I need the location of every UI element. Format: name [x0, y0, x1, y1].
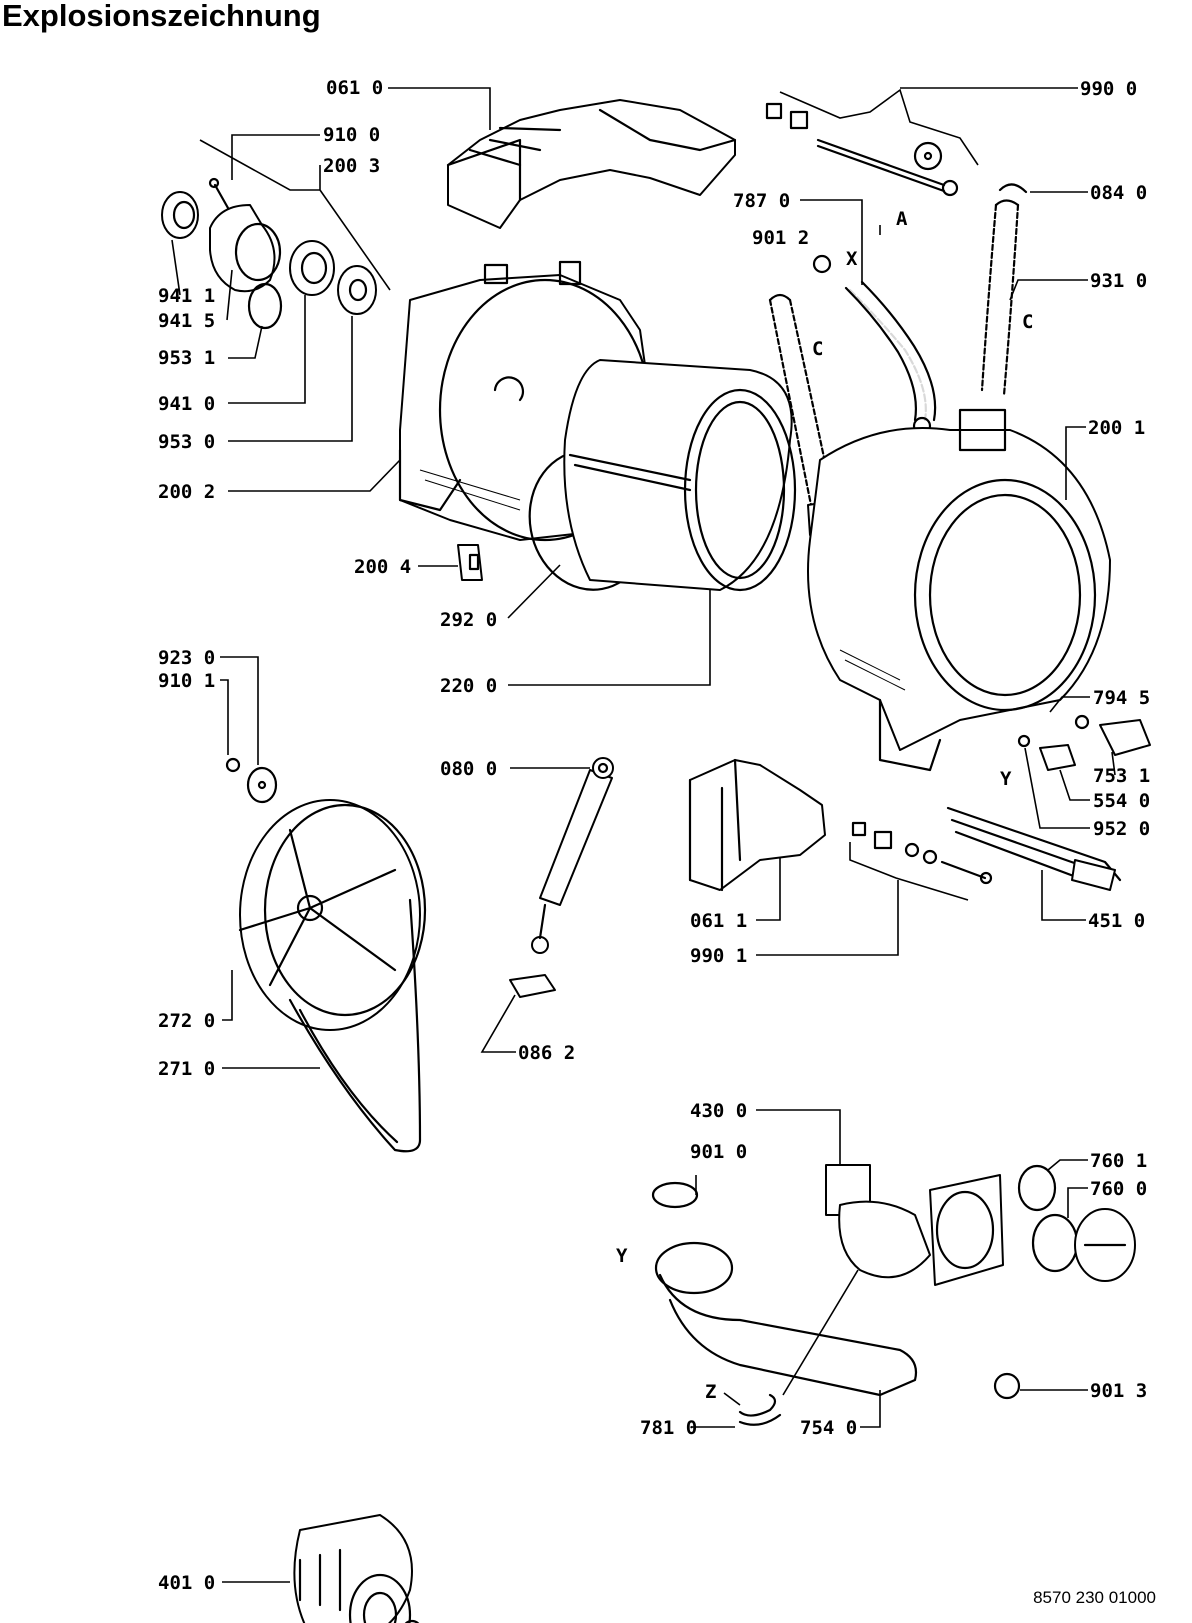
- label-272-0: 272 0: [158, 1010, 215, 1032]
- label-953-0: 953 0: [158, 431, 215, 453]
- label-923-0: 923 0: [158, 647, 215, 669]
- part-931-0-hose-right: [980, 183, 1028, 397]
- label-931-0: 931 0: [1090, 270, 1147, 292]
- leader-lines: [171, 87, 1116, 1583]
- part-labels: 061 0 910 0 200 3 941 1 941 5 953 1 941 …: [158, 77, 1150, 1594]
- label-990-0: 990 0: [1080, 78, 1137, 100]
- label-901-3: 901 3: [1090, 1380, 1147, 1402]
- part-271-0-belt: [288, 898, 422, 1153]
- part-272-0-pulley: [238, 799, 427, 1031]
- label-901-0: 901 0: [690, 1141, 747, 1163]
- label-220-0: 220 0: [440, 675, 497, 697]
- label-953-1: 953 1: [158, 347, 215, 369]
- part-760-0-filter: [1031, 1208, 1136, 1282]
- label-990-1: 990 1: [690, 945, 747, 967]
- label-401-0: 401 0: [158, 1572, 215, 1594]
- part-923-0-washer: [225, 757, 278, 804]
- marker-x: X: [846, 248, 858, 270]
- part-061-1-front-weight: [688, 758, 993, 901]
- part-200-1-front-tub: [807, 408, 1111, 772]
- marker-c-right: C: [1022, 311, 1033, 333]
- label-901-2: 901 2: [752, 227, 809, 249]
- part-220-0-drum: [563, 359, 797, 592]
- document-number: 8570 230 01000: [1033, 1588, 1156, 1607]
- label-952-0: 952 0: [1093, 818, 1150, 840]
- label-200-2: 200 2: [158, 481, 215, 503]
- label-086-2: 086 2: [518, 1042, 575, 1064]
- part-754-0-drain-hose: [654, 1241, 918, 1397]
- label-910-1: 910 1: [158, 670, 215, 692]
- part-bearing-cluster: [161, 177, 377, 330]
- part-401-0-motor: [293, 1514, 420, 1623]
- label-753-1: 753 1: [1093, 765, 1150, 787]
- label-200-3: 200 3: [323, 155, 380, 177]
- label-941-5: 941 5: [158, 310, 215, 332]
- part-080-0-shock-absorber: [531, 757, 614, 954]
- part-small-right: [1017, 714, 1151, 771]
- label-910-0: 910 0: [323, 124, 380, 146]
- part-990-0-screw-set: [765, 88, 979, 197]
- part-451-0-heater: [946, 806, 1122, 891]
- label-760-0: 760 0: [1090, 1178, 1147, 1200]
- label-941-0: 941 0: [158, 393, 215, 415]
- marker-c-left: C: [812, 338, 823, 360]
- label-451-0: 451 0: [1088, 910, 1145, 932]
- reference-markers: A X C C Y Y Z: [616, 208, 1033, 1403]
- part-760-1-ring: [1017, 1164, 1057, 1212]
- label-554-0: 554 0: [1093, 790, 1150, 812]
- part-061-0-top-weight: [446, 99, 737, 229]
- part-430-0-pump: [825, 1164, 1004, 1286]
- label-794-5: 794 5: [1093, 687, 1150, 709]
- label-430-0: 430 0: [690, 1100, 747, 1122]
- marker-z: Z: [705, 1381, 716, 1403]
- marker-y-lower: Y: [616, 1245, 628, 1267]
- part-901-3-clamp: [993, 1372, 1021, 1400]
- label-941-1: 941 1: [158, 285, 215, 307]
- label-760-1: 760 1: [1090, 1150, 1147, 1172]
- part-200-4-clip: [457, 544, 483, 581]
- label-781-0: 781 0: [640, 1417, 697, 1439]
- label-061-1: 061 1: [690, 910, 747, 932]
- label-200-1: 200 1: [1088, 417, 1145, 439]
- part-086-2-clip: [509, 974, 556, 998]
- label-787-0: 787 0: [733, 190, 790, 212]
- part-901-0-clamp: [651, 1181, 699, 1209]
- label-061-0: 061 0: [326, 77, 383, 99]
- label-084-0: 084 0: [1090, 182, 1147, 204]
- label-080-0: 080 0: [440, 758, 497, 780]
- label-271-0: 271 0: [158, 1058, 215, 1080]
- label-292-0: 292 0: [440, 609, 497, 631]
- diagram-title: Explosionszeichnung: [2, 0, 321, 33]
- marker-y-upper: Y: [1000, 768, 1012, 790]
- label-754-0: 754 0: [800, 1417, 857, 1439]
- label-200-4: 200 4: [354, 556, 411, 578]
- marker-a: A: [896, 208, 908, 230]
- part-787-0-bellows: [812, 254, 937, 436]
- part-781-0-hose: [738, 1393, 782, 1426]
